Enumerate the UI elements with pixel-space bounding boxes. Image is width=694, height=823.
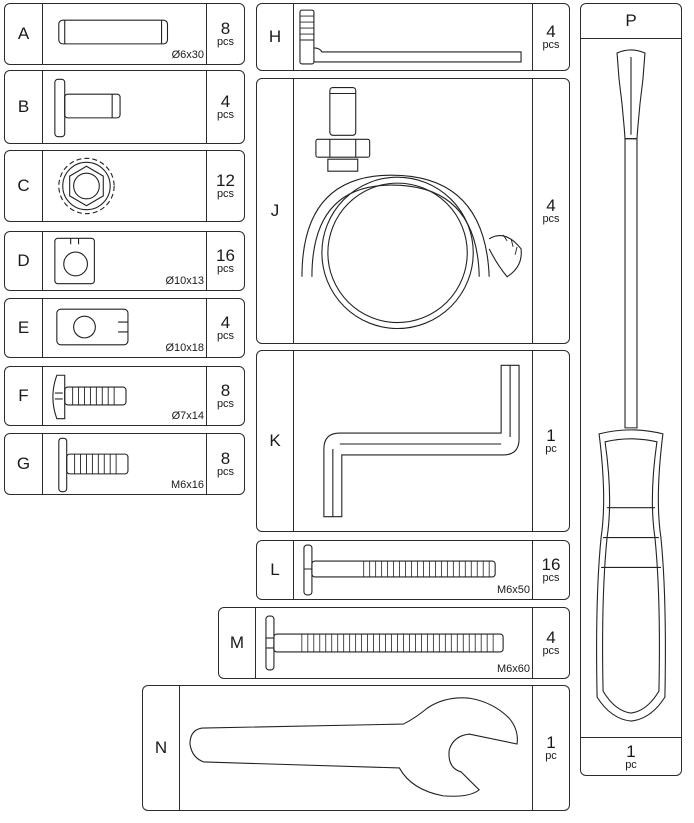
- quantity-unit: pcs: [216, 263, 235, 275]
- quantity-unit: pcs: [216, 466, 235, 478]
- quantity-number: 8: [220, 381, 231, 400]
- part-size: Ø6x30: [171, 49, 204, 61]
- part-quantity: 1 pc: [532, 351, 569, 531]
- part-card-j: J 4 pcs: [256, 78, 570, 344]
- quantity-unit: pcs: [542, 645, 560, 657]
- quantity-number: 8: [220, 449, 231, 468]
- long-bolt-icon: [294, 541, 533, 599]
- quantity-number: 4: [220, 92, 231, 111]
- part-card-a: A Ø6x30 8 pcs: [4, 3, 245, 65]
- part-card-n: N 1 pc: [142, 685, 570, 811]
- l-pin-icon: [294, 4, 533, 70]
- quantity-number: 8: [220, 19, 231, 38]
- extra-long-bolt-icon: [256, 608, 533, 678]
- quantity-number: 4: [546, 196, 556, 215]
- part-size: Ø10x13: [165, 275, 204, 287]
- part-quantity: 4 pcs: [532, 4, 569, 70]
- part-letter: A: [5, 4, 43, 64]
- screwdriver-icon: [581, 39, 681, 737]
- part-quantity: 8 pcs: [206, 4, 244, 64]
- part-quantity: 4 pcs: [532, 79, 569, 343]
- quantity-unit: pcs: [216, 330, 235, 342]
- part-letter: K: [257, 351, 294, 531]
- part-quantity: 16 pcs: [206, 232, 244, 290]
- quantity-number: 16: [541, 555, 561, 574]
- part-letter: N: [143, 686, 180, 810]
- quantity-number: 4: [546, 628, 556, 647]
- part-card-c: C 12 pcs: [4, 150, 245, 222]
- part-card-d: D Ø10x13 16 pcs: [4, 231, 245, 291]
- quantity-number: 1: [546, 733, 556, 752]
- part-quantity: 16 pcs: [532, 541, 569, 599]
- part-quantity: 4 pcs: [532, 608, 569, 678]
- part-letter: P: [581, 4, 681, 39]
- part-card-k: K 1 pc: [256, 350, 570, 532]
- quantity-unit: pcs: [216, 188, 235, 200]
- part-size: Ø7x14: [171, 410, 204, 422]
- quantity-unit: pcs: [542, 572, 560, 584]
- allen-key-icon: [294, 351, 533, 531]
- quantity-number: 12: [216, 171, 235, 190]
- part-size: Ø10x18: [165, 342, 204, 354]
- part-card-m: M: [218, 607, 570, 679]
- quantity-unit: pcs: [542, 213, 560, 225]
- part-quantity: 8 pcs: [206, 367, 244, 425]
- part-card-b: B 4 pcs: [4, 70, 245, 144]
- quantity-unit: pcs: [216, 398, 235, 410]
- part-card-p: P 1 pc: [580, 3, 682, 776]
- quantity-unit: pcs: [216, 109, 235, 121]
- quantity-number: 4: [546, 22, 556, 41]
- part-size: M6x50: [496, 584, 530, 596]
- part-size: M6x60: [496, 663, 530, 675]
- part-size: M6x16: [170, 479, 204, 491]
- quantity-unit: pc: [545, 443, 557, 455]
- part-quantity: 12 pcs: [206, 151, 244, 221]
- quantity-number: 1: [626, 741, 636, 761]
- part-card-h: H 4 pcs: [256, 3, 570, 71]
- part-letter: C: [5, 151, 43, 221]
- part-card-g: G M6x16 8 pcs: [4, 433, 245, 495]
- caster-wheel-icon: [294, 79, 533, 343]
- part-letter: H: [257, 4, 294, 70]
- part-quantity: 4 pcs: [206, 71, 244, 143]
- dowel-icon: [43, 4, 207, 64]
- quantity-unit: pc: [545, 750, 557, 762]
- quantity-unit: pcs: [542, 39, 560, 51]
- part-card-l: L M6x50 16 pcs: [256, 540, 570, 600]
- part-quantity: 4 pcs: [206, 299, 244, 357]
- serrated-nut-icon: [43, 151, 207, 221]
- part-letter: F: [5, 367, 43, 425]
- part-letter: M: [219, 608, 256, 678]
- connector-screw-icon: [43, 367, 207, 425]
- part-quantity: 1 pc: [532, 686, 569, 810]
- barrel-nut-icon: [43, 299, 207, 357]
- flange-bolt-icon: [43, 71, 207, 143]
- part-letter: G: [5, 434, 43, 494]
- wrench-icon: [180, 686, 533, 810]
- part-letter: D: [5, 232, 43, 290]
- part-letter: E: [5, 299, 43, 357]
- quantity-number: 4: [220, 313, 231, 332]
- short-bolt-icon: [43, 434, 207, 494]
- quantity-unit: pcs: [216, 36, 235, 48]
- part-card-f: F Ø7x14 8 pcs: [4, 366, 245, 426]
- part-letter: L: [257, 541, 294, 599]
- part-quantity: 8 pcs: [206, 434, 244, 494]
- quantity-number: 16: [216, 246, 235, 265]
- part-letter: B: [5, 71, 43, 143]
- quantity-unit: pc: [625, 758, 637, 771]
- part-card-e: E Ø10x18 4 pcs: [4, 298, 245, 358]
- quantity-number: 1: [546, 426, 556, 445]
- part-letter: J: [257, 79, 294, 343]
- cam-lock-icon: [43, 232, 207, 290]
- part-quantity: 1 pc: [581, 737, 681, 775]
